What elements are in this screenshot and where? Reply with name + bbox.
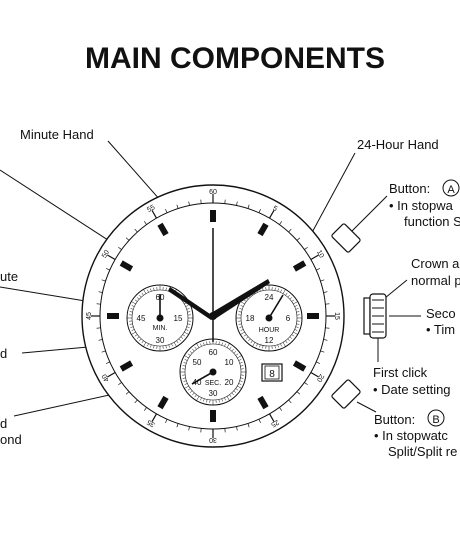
hour-marker bbox=[210, 210, 216, 222]
bezel-number: 45 bbox=[86, 312, 93, 320]
label-second-line2: • Tim bbox=[426, 322, 455, 337]
subdial-hour-num-bottom: 12 bbox=[265, 336, 274, 345]
date-window: 8 bbox=[262, 364, 282, 381]
subdial-second-num-right: 20 bbox=[225, 378, 234, 387]
subdial-minute-num-bottom: 30 bbox=[156, 336, 165, 345]
label-left-second: ond bbox=[0, 432, 22, 447]
label-left-d2: d bbox=[0, 416, 7, 431]
label-24-hour-hand: 24-Hour Hand bbox=[357, 137, 439, 152]
subdial-hour-label: HOUR bbox=[259, 327, 280, 334]
label-left-d1: d bbox=[0, 346, 7, 361]
subdial-second-label: SEC. bbox=[205, 380, 221, 387]
label-button-b-title: Button: bbox=[374, 412, 415, 427]
bezel-number: 30 bbox=[209, 436, 217, 443]
button-a-pusher bbox=[331, 223, 361, 253]
label-button-a-title: Button: bbox=[389, 181, 430, 196]
hour-marker bbox=[307, 313, 319, 319]
label-button-b-line1: • In stopwatc bbox=[374, 428, 448, 443]
subdial-minute-label: MIN. bbox=[153, 325, 168, 332]
bezel-number: 60 bbox=[209, 189, 217, 196]
hour-marker bbox=[107, 313, 119, 319]
bezel-number: 15 bbox=[333, 312, 340, 320]
subdial-minute-num-right: 15 bbox=[174, 314, 183, 323]
label-second-line1: Seco bbox=[426, 306, 456, 321]
label-date-setting: • Date setting bbox=[373, 382, 451, 397]
label-crown-line2: normal p bbox=[411, 273, 460, 288]
label-button-a-line1: • In stopwa bbox=[389, 198, 454, 213]
label-button-a-line2: function S bbox=[404, 214, 460, 229]
leader-button-a bbox=[351, 196, 387, 232]
date-window-value: 8 bbox=[269, 369, 275, 380]
subdial-minute-num-left: 45 bbox=[137, 314, 146, 323]
page-title: MAIN COMPONENTS bbox=[85, 42, 385, 75]
subdial-second-num-top-left: 50 bbox=[193, 358, 202, 367]
subdial-minute: 60 15 30 45 MIN. bbox=[127, 285, 193, 351]
label-minute-hand: Minute Hand bbox=[20, 127, 94, 142]
subdial-second-num-bottom: 30 bbox=[209, 389, 218, 398]
label-crown-line1: Crown a bbox=[411, 256, 460, 271]
label-button-a-letter: A bbox=[447, 184, 455, 196]
hour-marker bbox=[210, 410, 216, 422]
label-button-b-letter: B bbox=[432, 414, 439, 426]
label-button-b-line2: Split/Split re bbox=[388, 444, 457, 459]
crown bbox=[364, 294, 386, 338]
button-b-pusher bbox=[331, 379, 361, 409]
subdial-hour-num-top: 24 bbox=[265, 293, 274, 302]
subdial-hour-num-right: 6 bbox=[286, 314, 291, 323]
leader-button-b bbox=[357, 402, 376, 412]
leader-crown bbox=[385, 280, 407, 298]
subdial-second-num-top: 60 bbox=[209, 348, 218, 357]
label-left-minute: ute bbox=[0, 269, 18, 284]
subdial-second-num-top-right: 10 bbox=[225, 358, 234, 367]
label-first-click: First click bbox=[373, 365, 428, 380]
subdial-hour-num-left: 18 bbox=[246, 314, 255, 323]
subdial-second: 60 10 20 30 40 50 SEC. bbox=[180, 339, 246, 405]
